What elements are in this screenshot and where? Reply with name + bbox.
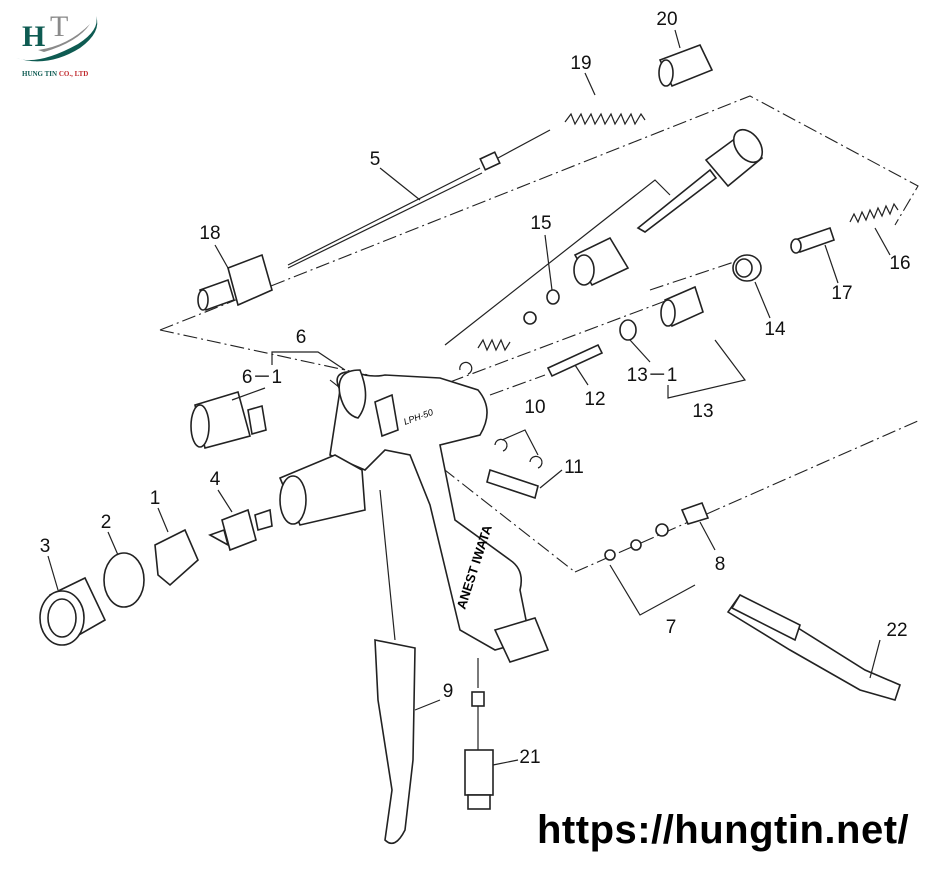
label-7: 7	[666, 617, 677, 638]
part-13-bracket	[667, 339, 747, 399]
part-7-8-washers-plug	[604, 501, 710, 616]
part-17-pin	[790, 226, 836, 254]
label-14: 14	[764, 319, 786, 340]
label-10: 10	[524, 397, 545, 418]
part-6-1-fitting	[190, 390, 267, 449]
label-19: 19	[570, 53, 591, 74]
label-18: 18	[199, 223, 220, 244]
part-21-adjuster	[464, 658, 494, 810]
label-6-1: 6－1	[242, 367, 282, 388]
logo-company-name: HUNG TIN CO., LTD	[22, 70, 89, 78]
part-18-packing-set	[197, 253, 273, 312]
part-22-brush	[726, 593, 901, 701]
label-8: 8	[715, 554, 726, 575]
part-4-nozzle	[208, 508, 273, 552]
air-valve-rod	[636, 128, 764, 233]
part-3-retainer-ring	[39, 576, 107, 646]
company-logo: H T HUNG TIN CO., LTD	[8, 6, 108, 78]
part-13-valve-body	[619, 285, 704, 341]
logo-mark: H T	[16, 10, 98, 62]
part-19-spring	[564, 112, 646, 126]
part-12-pin	[546, 343, 604, 378]
part-5-needle	[287, 129, 551, 269]
label-21: 21	[519, 747, 540, 768]
part-6-bracket	[271, 351, 346, 371]
trigger-guide-line	[379, 489, 396, 641]
svg-text:H: H	[22, 20, 45, 53]
label-13-1: 13－1	[627, 365, 678, 386]
part-14-nut	[732, 254, 762, 282]
label-17: 17	[831, 283, 852, 304]
part-1-air-cap	[154, 528, 199, 587]
label-20: 20	[656, 9, 677, 30]
label-22: 22	[886, 620, 907, 641]
part-15-air-valve-parts	[444, 179, 671, 375]
part-9-trigger	[374, 639, 416, 845]
label-16: 16	[889, 253, 910, 274]
part-10-11-clips-pin	[486, 429, 543, 500]
label-2: 2	[101, 512, 112, 533]
label-6: 6	[296, 327, 307, 348]
part-number-labels: 20 19 5 18 15 16 17 14 6 6－1 13－1 12 13 …	[40, 9, 911, 768]
website-url: https://hungtin.net/	[537, 808, 910, 852]
label-3: 3	[40, 536, 51, 557]
label-15: 15	[530, 213, 551, 234]
label-9: 9	[443, 681, 454, 702]
label-1: 1	[150, 488, 161, 509]
label-13: 13	[692, 401, 713, 422]
label-12: 12	[584, 389, 605, 410]
label-4: 4	[210, 469, 221, 490]
leader-lines	[47, 29, 891, 766]
assembly-guide-lines	[159, 95, 921, 573]
svg-text:T: T	[50, 10, 68, 43]
spray-gun-body: LPH-50 ANEST IWATA	[278, 369, 550, 663]
part-20-knob	[658, 43, 714, 88]
label-5: 5	[370, 149, 381, 170]
part-2-ring	[103, 552, 145, 608]
label-11: 11	[564, 457, 584, 478]
part-16-spring	[849, 202, 899, 224]
